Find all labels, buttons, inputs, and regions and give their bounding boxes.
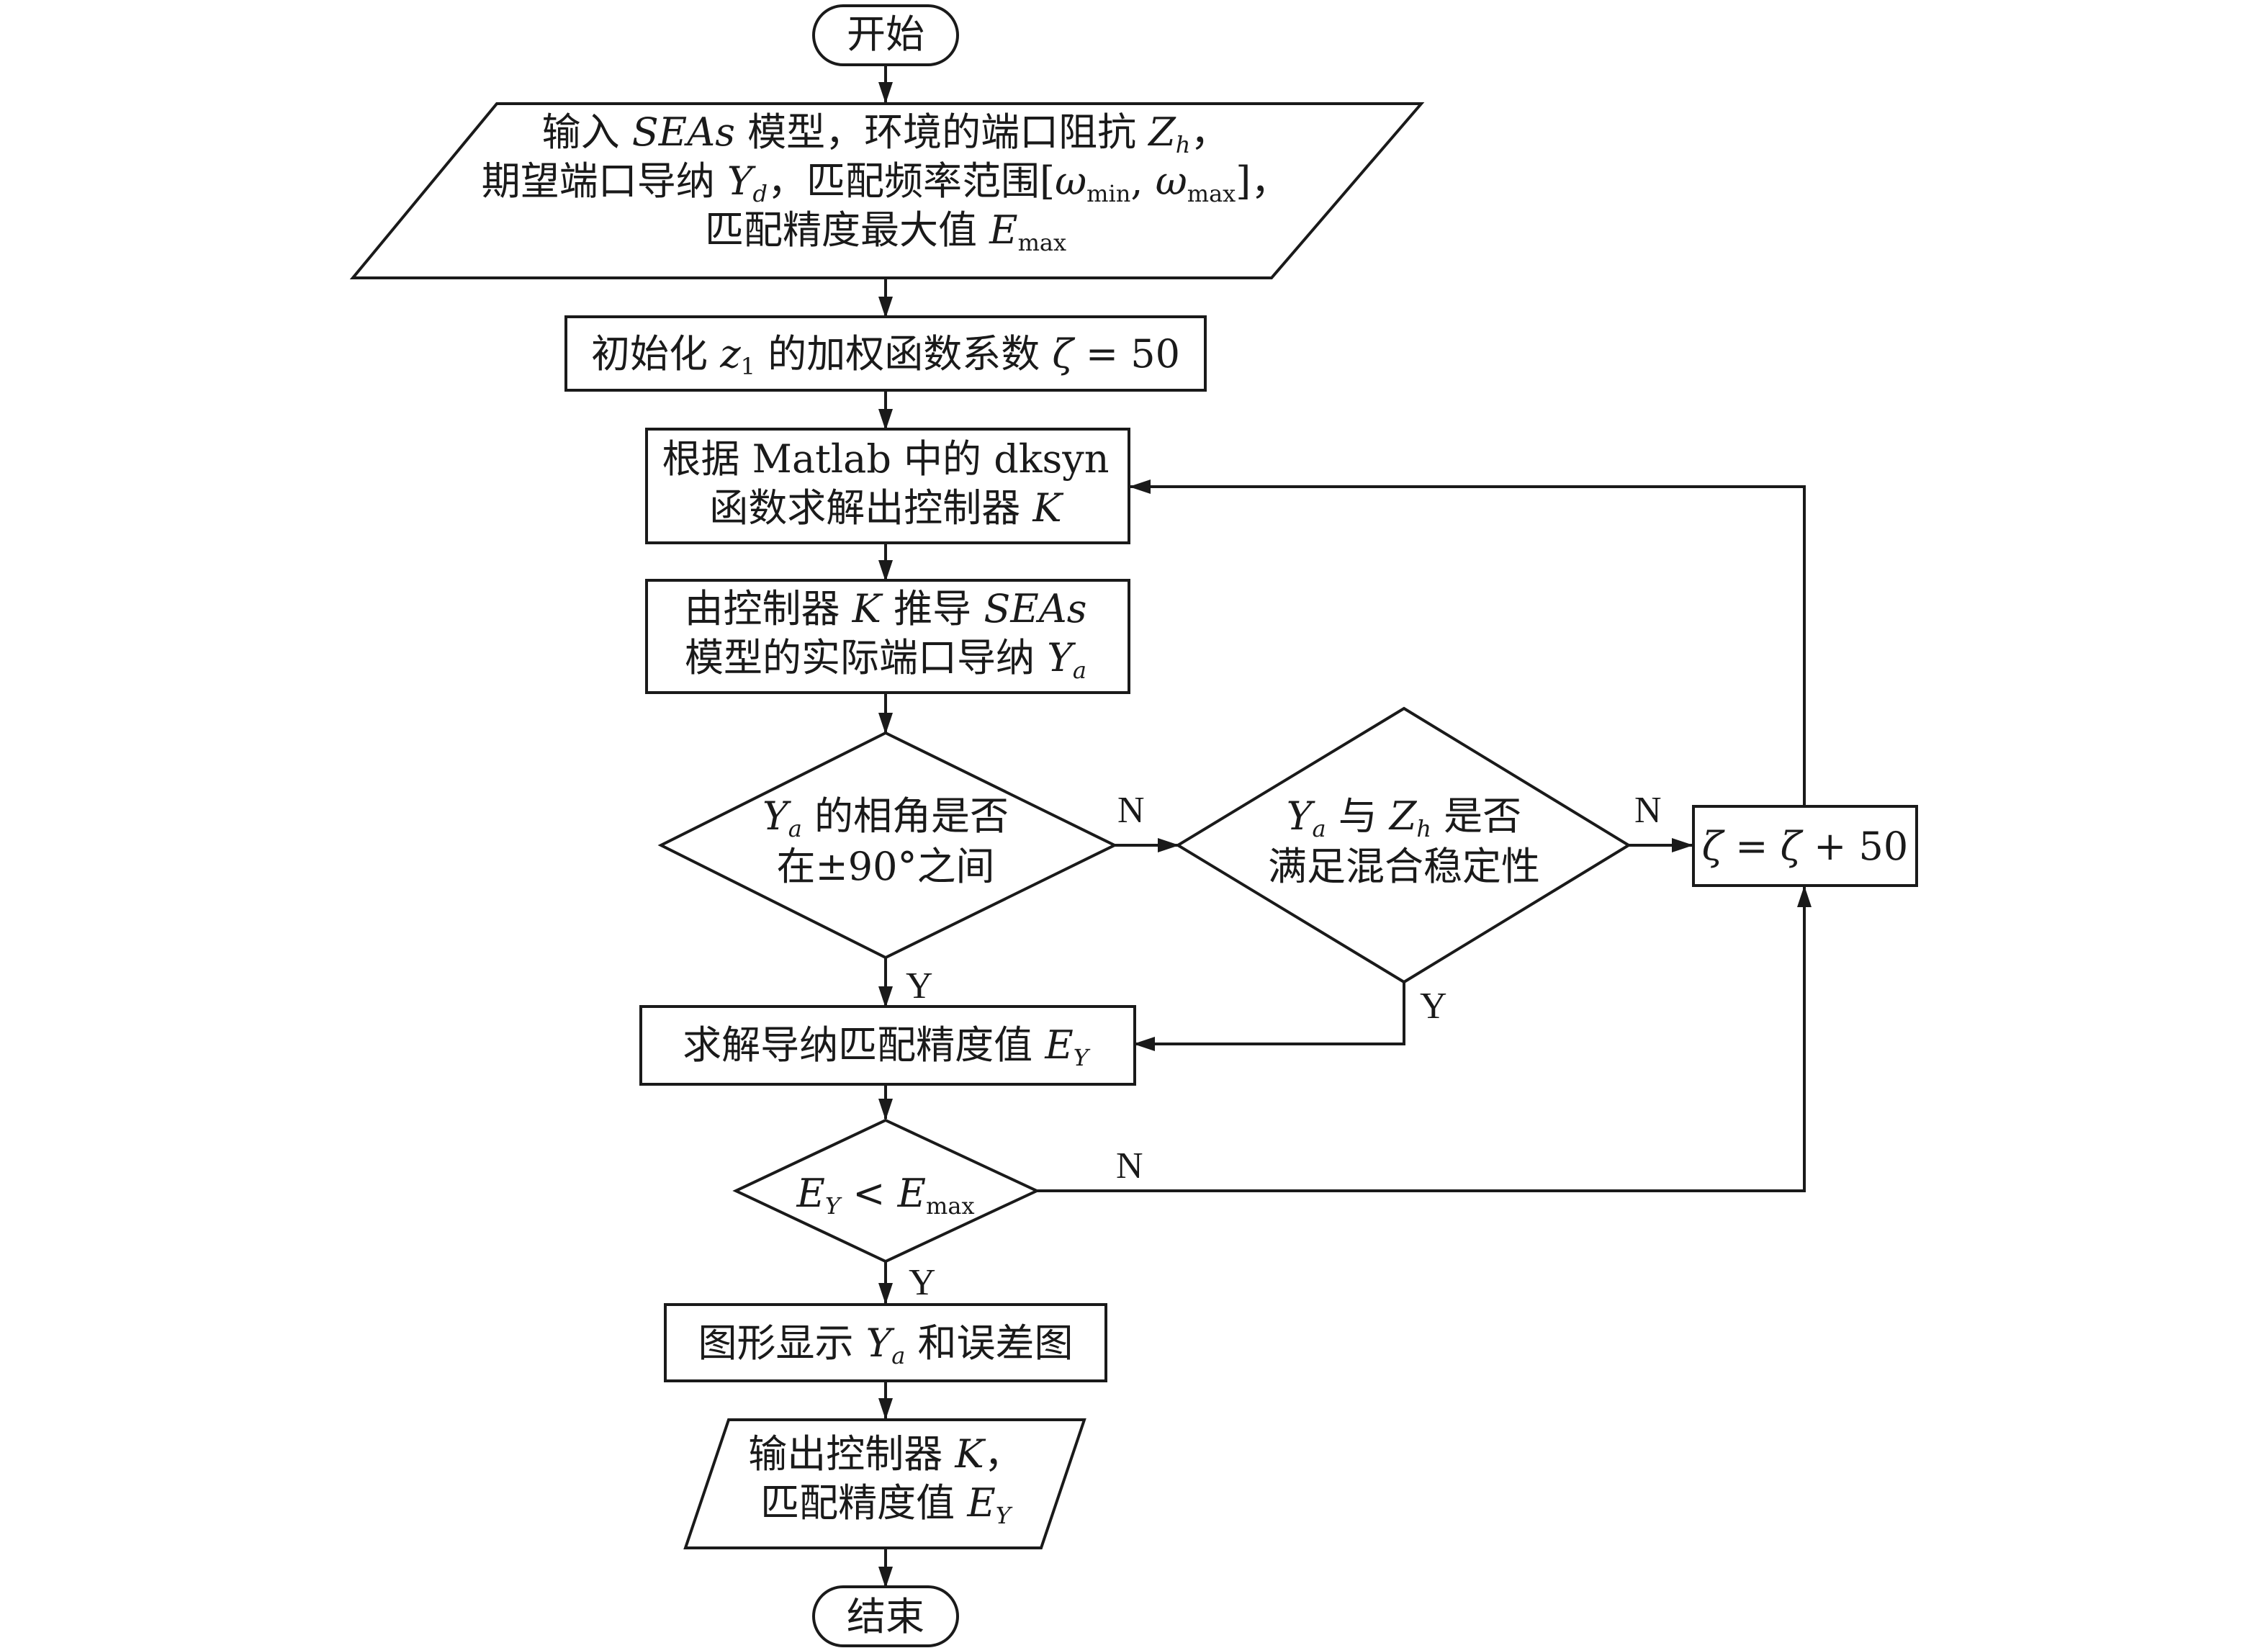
input-node: 输入 SEAs 模型，环境的端口阻抗 Zh， 期望端口导纳 Yd，匹配频率范围[… bbox=[349, 102, 1425, 279]
label-stability-no: N bbox=[1634, 790, 1662, 831]
output-node: 输出控制器 K， 匹配精度值 EY bbox=[683, 1418, 1086, 1549]
stability-line-2: 满足混合稳定性 bbox=[1268, 844, 1540, 889]
stability-diamond bbox=[1175, 706, 1632, 984]
connectors bbox=[878, 65, 1812, 1588]
label-compare-yes: Y bbox=[909, 1262, 936, 1303]
derive-line-1: 由控制器 K 推导 SEAs bbox=[685, 586, 1087, 631]
accuracy-label: 求解导纳匹配精度值 EY bbox=[683, 1022, 1091, 1071]
start-node: 开始 bbox=[812, 4, 959, 66]
derive-box bbox=[645, 579, 1130, 694]
derive-line-2: 模型的实际端口导纳 Ya bbox=[685, 635, 1086, 684]
solve-node: 根据 Matlab 中的 dksyn 函数求解出控制器 K bbox=[645, 428, 1130, 544]
label-phase-yes: Y bbox=[906, 965, 933, 1007]
compare-decision: EY < Emax bbox=[732, 1118, 1040, 1264]
input-line-1: 输入 SEAs 模型，环境的端口阻抗 Zh， bbox=[542, 109, 1230, 158]
stability-decision: Ya 与 Zh 是否 满足混合稳定性 bbox=[1175, 706, 1632, 984]
update-label: ζ = ζ + 50 bbox=[1702, 824, 1908, 869]
display-box bbox=[664, 1303, 1107, 1382]
phase-line-2: 在±90°之间 bbox=[777, 844, 995, 889]
phase-diamond bbox=[657, 731, 1118, 960]
end-terminal bbox=[812, 1585, 959, 1647]
label-compare-no: N bbox=[1116, 1145, 1143, 1187]
solve-line-1: 根据 Matlab 中的 dksyn bbox=[662, 436, 1110, 482]
init-node: 初始化 z1 的加权函数系数 ζ = 50 bbox=[564, 315, 1207, 392]
solve-box bbox=[645, 428, 1130, 544]
accuracy-node: 求解导纳匹配精度值 EY bbox=[639, 1005, 1136, 1086]
input-line-3: 匹配精度最大值 Emax bbox=[705, 207, 1066, 256]
label-stability-yes: Y bbox=[1420, 986, 1447, 1027]
input-parallelogram bbox=[349, 102, 1425, 279]
derive-node: 由控制器 K 推导 SEAs 模型的实际端口导纳 Ya bbox=[645, 579, 1130, 694]
edge-update-solve bbox=[1129, 479, 1806, 806]
phase-line-1: Ya 的相角是否 bbox=[762, 793, 1009, 842]
display-label: 图形显示 Ya 和误差图 bbox=[698, 1320, 1073, 1369]
init-label: 初始化 z1 的加权函数系数 ζ = 50 bbox=[591, 331, 1180, 380]
output-parallelogram bbox=[683, 1418, 1086, 1549]
start-terminal bbox=[812, 4, 959, 66]
compare-diamond bbox=[732, 1118, 1040, 1264]
output-line-1: 输出控制器 K， bbox=[748, 1431, 1023, 1477]
update-box bbox=[1692, 805, 1918, 887]
input-line-2: 期望端口导纳 Yd，匹配频率范围[ωmin, ωmax]， bbox=[482, 158, 1290, 207]
accuracy-box bbox=[639, 1005, 1136, 1086]
display-node: 图形显示 Ya 和误差图 bbox=[664, 1303, 1107, 1382]
phase-decision: Ya 的相角是否 在±90°之间 bbox=[657, 731, 1118, 960]
solve-line-2: 函数求解出控制器 K bbox=[709, 485, 1063, 531]
edge-compare-update bbox=[1037, 886, 1812, 1192]
label-phase-no: N bbox=[1117, 790, 1145, 831]
edge-stability-accuracy bbox=[1133, 982, 1405, 1051]
update-node: ζ = ζ + 50 bbox=[1692, 805, 1918, 887]
init-box bbox=[564, 315, 1207, 392]
end-node: 结束 bbox=[812, 1585, 959, 1647]
stability-line-1: Ya 与 Zh 是否 bbox=[1287, 793, 1521, 842]
end-label: 结束 bbox=[847, 1594, 924, 1639]
start-label: 开始 bbox=[847, 12, 924, 57]
output-line-2: 匹配精度值 EY bbox=[760, 1480, 1013, 1529]
compare-label: EY < Emax bbox=[796, 1171, 974, 1220]
